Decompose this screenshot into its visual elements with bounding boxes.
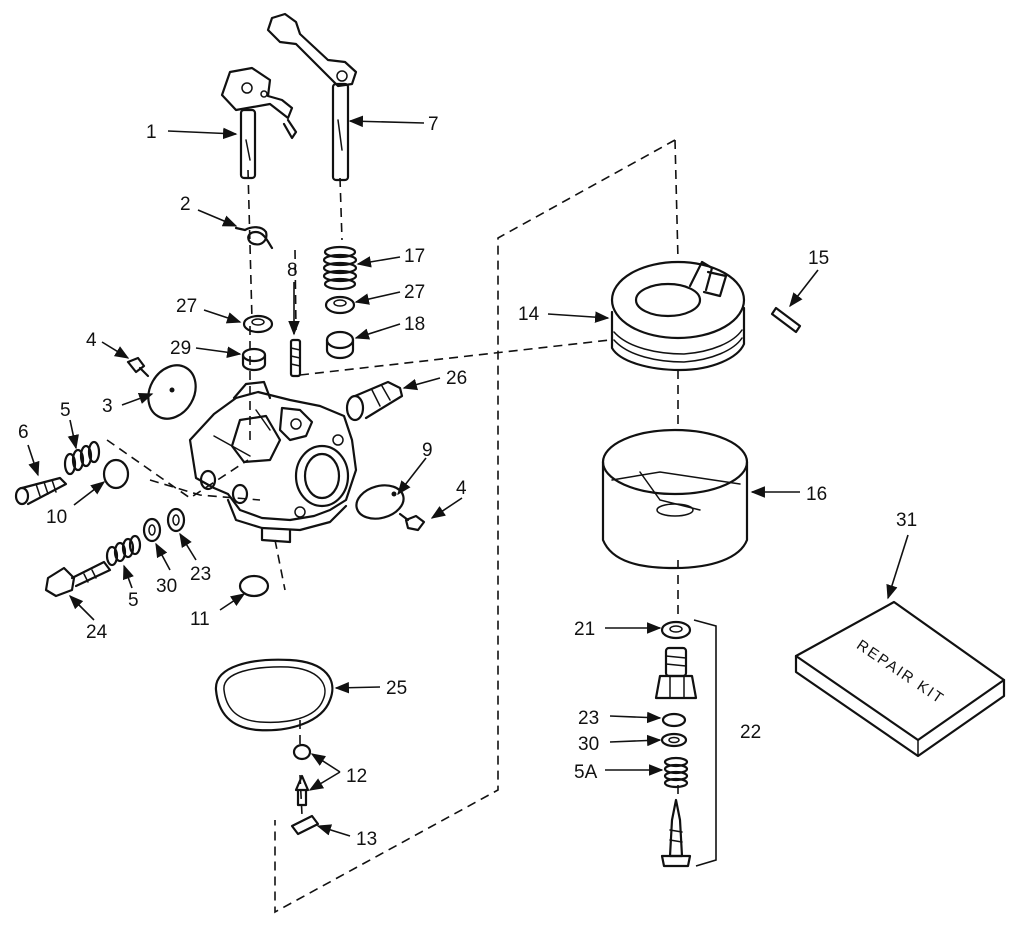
assembly-dashed-lines (106, 139, 679, 914)
callout-23-left: 23 (190, 564, 211, 585)
callout-14: 14 (518, 304, 540, 325)
idle-mixture-screw-part (14, 476, 68, 506)
callout-5-lower: 5 (128, 590, 139, 611)
throttle-shaft-part (220, 66, 298, 180)
callout-21: 21 (574, 619, 595, 640)
throttle-spring-part (234, 226, 274, 250)
choke-shaft-part (266, 12, 358, 182)
callout-26: 26 (446, 368, 467, 389)
fuel-inlet-fitting-part (345, 380, 404, 422)
bowl-nut-needle-screw-part (660, 798, 692, 868)
repair-kit-box: REPAIR KIT (794, 600, 1006, 758)
throttle-plate-screw-part (126, 356, 150, 378)
callout-15: 15 (808, 248, 829, 269)
callout-27-right: 27 (404, 282, 425, 303)
callout-18: 18 (404, 314, 425, 335)
callout-31: 31 (896, 510, 917, 531)
throttle-plate-part (147, 364, 197, 420)
choke-plate-part (355, 484, 405, 520)
callout-13: 13 (356, 829, 377, 850)
callout-10: 10 (46, 507, 67, 528)
needle-clip-part (290, 814, 320, 836)
callout-labels: 1 7 2 8 17 27 27 18 4 29 3 26 5 6 9 4 10… (18, 114, 917, 850)
choke-bushing-part (325, 330, 355, 360)
carburetor-body-part (188, 380, 358, 544)
callout-7: 7 (428, 114, 439, 135)
main-screw-spring-part (105, 534, 142, 567)
callout-11: 11 (190, 609, 210, 630)
callout-9: 9 (422, 440, 433, 461)
main-adjusting-screw-part (44, 560, 112, 598)
callout-1: 1 (146, 122, 157, 143)
bowl-welch-plug-part (238, 574, 270, 598)
float-hinge-pin-part (770, 306, 802, 334)
welch-plug-part (102, 458, 130, 490)
callout-30-left: 30 (156, 576, 177, 597)
float-part (610, 260, 746, 372)
callout-29: 29 (170, 338, 191, 359)
idle-speed-screw-part (289, 338, 302, 378)
callout-5A: 5A (574, 762, 598, 783)
callout-4-left: 4 (86, 330, 97, 351)
float-bowl-part (601, 428, 749, 570)
repair-kit-label: REPAIR KIT (853, 637, 947, 708)
callout-30-right: 30 (578, 734, 599, 755)
callout-2: 2 (180, 194, 191, 215)
bowl-gasket-part (214, 658, 334, 732)
inlet-needle-seat-part (292, 743, 312, 807)
callout-6: 6 (18, 422, 29, 443)
callout-24: 24 (86, 622, 108, 643)
shaft-seal-right-part (324, 295, 356, 315)
washer-left-part (166, 507, 186, 533)
bowl-nut-o-ring-part (661, 712, 687, 728)
callout-16: 16 (806, 484, 827, 505)
callout-8: 8 (287, 260, 298, 281)
callout-27-left: 27 (176, 296, 197, 317)
callout-17: 17 (404, 246, 425, 267)
callout-5-upper: 5 (60, 400, 71, 421)
callout-25: 25 (386, 678, 407, 699)
shaft-seal-left-part (242, 314, 274, 334)
o-ring-left-part (142, 517, 162, 543)
bowl-nut-washer-part (660, 732, 688, 748)
callout-23-right: 23 (578, 708, 599, 729)
bowl-nut-gasket-part (660, 620, 692, 640)
callout-22: 22 (740, 722, 761, 743)
bowl-nut-spring-part (663, 756, 689, 789)
bowl-nut-assembly-part (654, 646, 698, 700)
choke-return-spring-part (322, 245, 358, 291)
callout-12: 12 (346, 766, 367, 787)
idle-screw-spring-part (63, 440, 101, 476)
leader-lines (27, 115, 909, 867)
callout-4-right: 4 (456, 478, 467, 499)
callout-3: 3 (102, 396, 113, 417)
throttle-bushing-part (241, 347, 267, 372)
choke-plate-screw-part (398, 512, 426, 532)
